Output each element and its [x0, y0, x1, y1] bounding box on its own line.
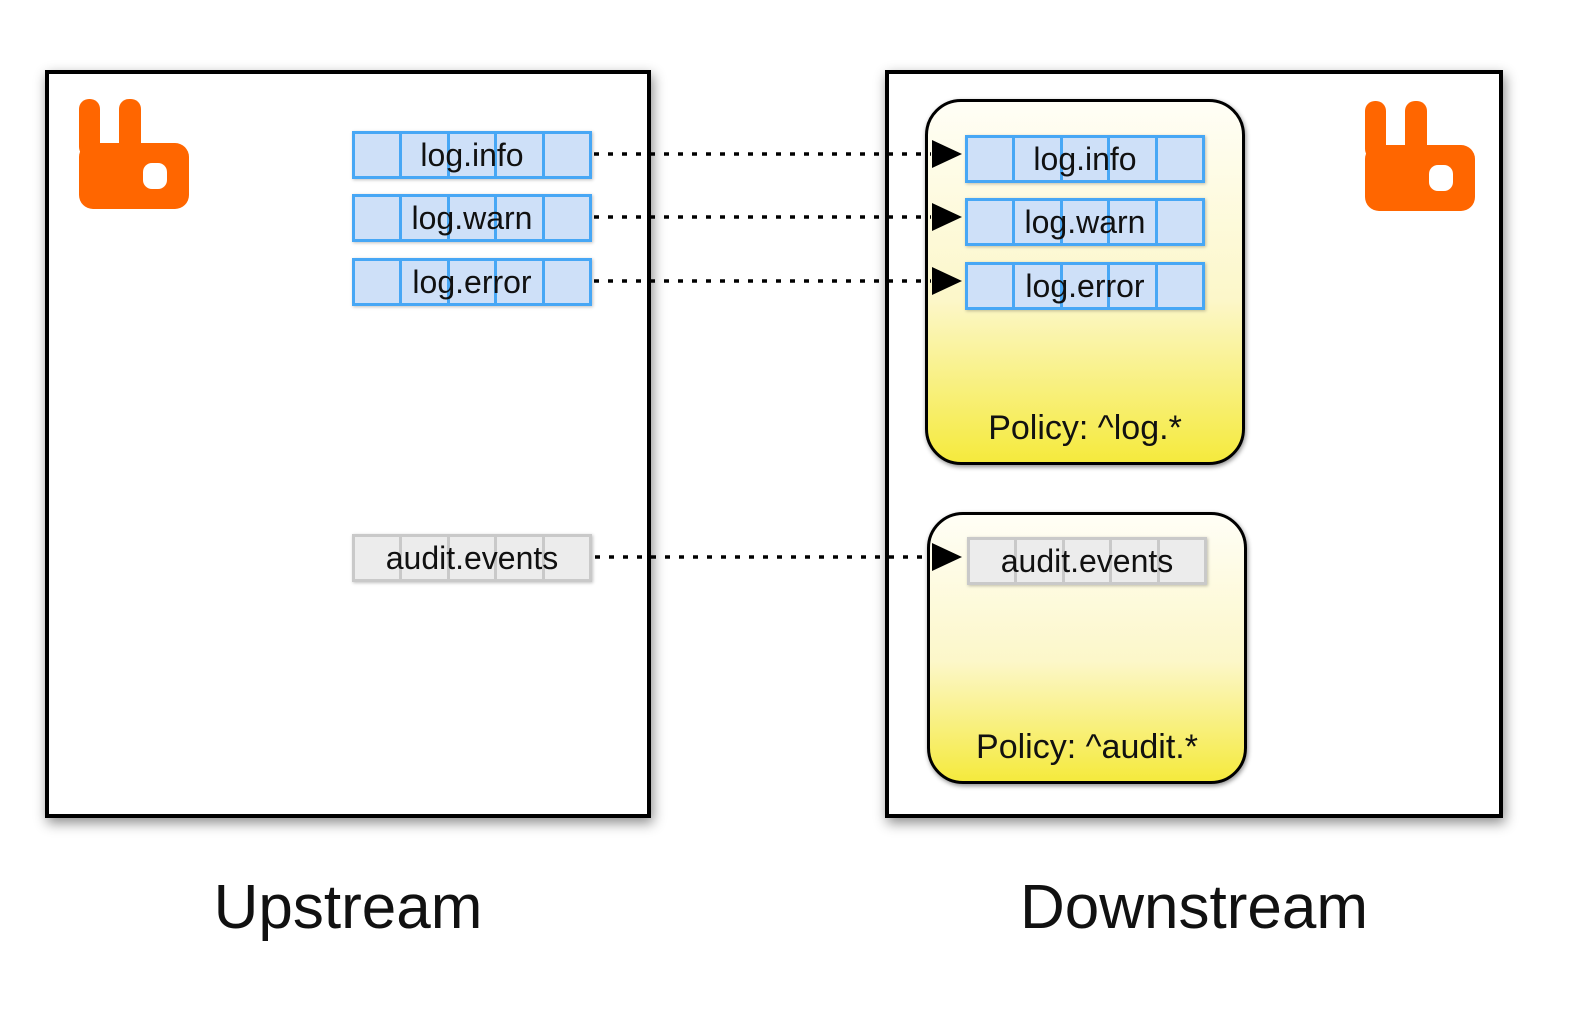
queue-cells — [355, 537, 589, 579]
queue-name-label: audit.events — [1000, 542, 1174, 579]
queue-cell — [355, 197, 403, 239]
queue-cell — [497, 197, 545, 239]
queue-cell — [1017, 540, 1065, 582]
upstream-queue-log-info: log.info — [352, 131, 592, 179]
queue-cell — [355, 134, 403, 176]
queue-cell — [1063, 265, 1111, 307]
queue-cell — [968, 201, 1016, 243]
rabbitmq-logo-icon — [79, 99, 189, 209]
upstream-broker-box: log.info log.warn log.error — [45, 70, 651, 818]
downstream-caption: Downstream — [1020, 873, 1368, 942]
queue-name-label: log.warn — [411, 199, 533, 236]
queue-cell — [1110, 265, 1158, 307]
queue-cell — [402, 537, 450, 579]
downstream-queue-log-warn: log.warn — [965, 198, 1205, 246]
queue-cell — [968, 265, 1016, 307]
queue-cell — [402, 134, 450, 176]
policy-box-audit: audit.events Policy: ^audit.* — [927, 512, 1247, 784]
queue-cell — [1110, 201, 1158, 243]
queue-cell — [1063, 201, 1111, 243]
queue-name-label: log.error — [412, 263, 532, 300]
queue-cells — [355, 197, 589, 239]
queue-cells — [355, 261, 589, 303]
queue-name-label: log.info — [420, 136, 524, 173]
queue-name-label: log.info — [1033, 140, 1137, 177]
queue-cell — [1015, 201, 1063, 243]
queue-cells — [968, 201, 1202, 243]
downstream-broker-box: log.info log.warn — [885, 70, 1503, 818]
queue-cell — [1112, 540, 1160, 582]
queue-name-label: log.error — [1025, 267, 1145, 304]
queue-cells — [968, 138, 1202, 180]
upstream-queue-log-error: log.error — [352, 258, 592, 306]
queue-cell — [1015, 138, 1063, 180]
queue-cell — [355, 261, 403, 303]
upstream-queue-log-warn: log.warn — [352, 194, 592, 242]
queue-cell — [497, 134, 545, 176]
policy-label: Policy: ^audit.* — [976, 728, 1198, 766]
queue-cell — [497, 261, 545, 303]
queue-cells — [968, 265, 1202, 307]
queue-cell — [355, 537, 403, 579]
upstream-queue-audit-events: audit.events — [352, 534, 592, 582]
downstream-queue-log-info: log.info — [965, 135, 1205, 183]
downstream-queue-log-error: log.error — [965, 262, 1205, 310]
policy-box-log: log.info log.warn — [925, 99, 1245, 465]
queue-cell — [968, 138, 1016, 180]
queue-cell — [497, 537, 545, 579]
queue-cells — [355, 134, 589, 176]
queue-cell — [1065, 540, 1113, 582]
queue-cell — [450, 261, 498, 303]
queue-cell — [450, 197, 498, 239]
queue-cell — [1110, 138, 1158, 180]
queue-cell — [1063, 138, 1111, 180]
upstream-caption: Upstream — [213, 873, 483, 942]
queue-cell — [1015, 265, 1063, 307]
queue-name-label: audit.events — [385, 539, 559, 576]
rabbitmq-logo-icon — [1365, 101, 1475, 211]
queue-cell — [402, 197, 450, 239]
queue-cell — [450, 134, 498, 176]
queue-cells — [970, 540, 1204, 582]
queue-cell — [970, 540, 1018, 582]
downstream-queue-audit-events: audit.events — [967, 537, 1207, 585]
queue-cell — [402, 261, 450, 303]
queue-cell — [450, 537, 498, 579]
policy-label: Policy: ^log.* — [988, 409, 1182, 447]
queue-name-label: log.warn — [1024, 203, 1146, 240]
